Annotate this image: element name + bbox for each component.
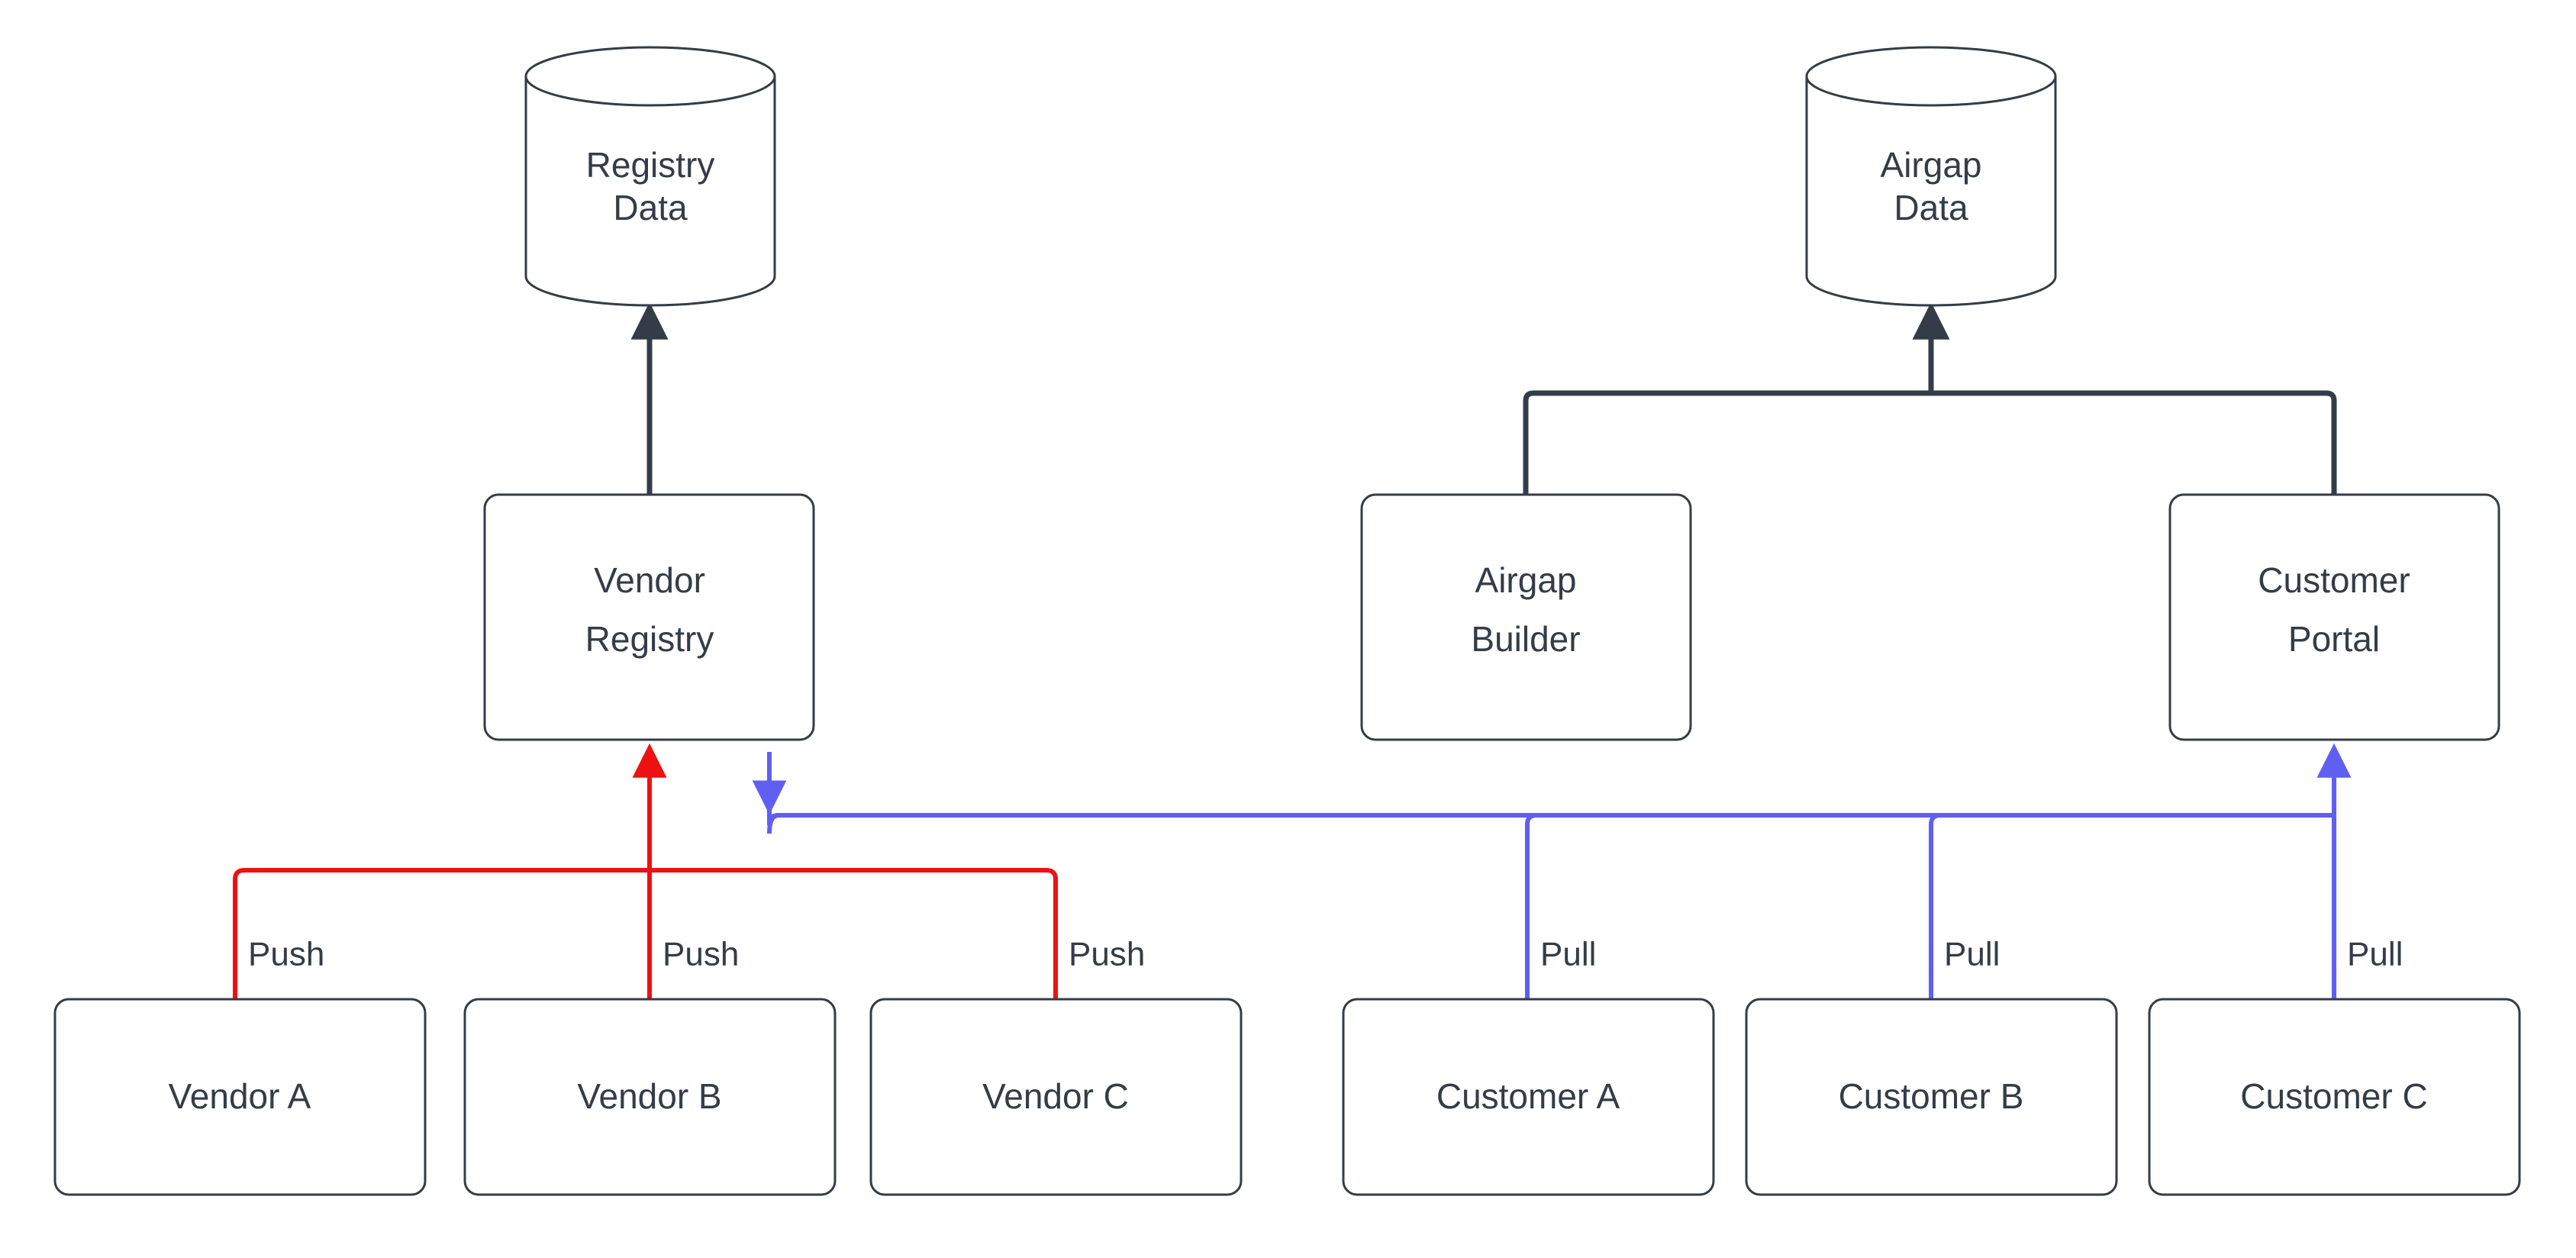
service-customer-portal[interactable]: Customer Portal (2168, 493, 2500, 741)
datastore-airgap-data-line1: Airgap (1881, 145, 1982, 185)
actor-customer-b-label: Customer B (1839, 1076, 2024, 1116)
edge-push-vendor-c (650, 868, 1058, 999)
actor-customer-b[interactable]: Customer B (1745, 998, 2118, 1196)
actor-customer-c[interactable]: Customer C (2148, 998, 2521, 1196)
datastore-registry-data-line2: Data (613, 188, 688, 227)
service-vendor-registry[interactable]: Vendor Registry (483, 493, 815, 741)
service-customer-portal-line2: Portal (2288, 619, 2380, 659)
service-airgap-builder-line2: Builder (1471, 619, 1580, 659)
edge-label-push-vendor-b: Push (663, 936, 739, 973)
edge-customer-portal-to-airgap-data (1931, 390, 2337, 495)
edge-label-push-vendor-a: Push (248, 936, 324, 973)
edge-label-pull-customer-b: Pull (1944, 936, 2000, 973)
edge-pull-customer-a (1525, 813, 1537, 999)
edge-push-vendor-a (233, 868, 650, 999)
edge-label-pull-customer-a: Pull (1540, 936, 1596, 973)
actor-vendor-c[interactable]: Vendor C (869, 998, 1243, 1196)
actor-vendor-a[interactable]: Vendor A (53, 998, 427, 1196)
datastore-airgap-data-line2: Data (1894, 188, 1968, 227)
actor-customer-a[interactable]: Customer A (1342, 998, 1715, 1196)
edge-airgap-builder-to-airgap-data (1523, 390, 1931, 495)
edge-pull-customer-b (1929, 813, 1941, 999)
actor-customer-c-label: Customer C (2240, 1076, 2427, 1116)
service-airgap-builder[interactable]: Airgap Builder (1360, 493, 1692, 741)
service-vendor-registry-line2: Registry (585, 619, 714, 659)
actor-vendor-a-label: Vendor A (169, 1076, 311, 1116)
datastore-registry-data-line1: Registry (586, 145, 715, 185)
edge-label-push-vendor-c: Push (1069, 936, 1145, 973)
actor-vendor-b[interactable]: Vendor B (463, 998, 837, 1196)
actor-vendor-b-label: Vendor B (577, 1076, 721, 1116)
actor-customer-a-label: Customer A (1436, 1076, 1620, 1116)
datastore-registry-data[interactable]: Registry Data (524, 46, 776, 307)
actor-vendor-c-label: Vendor C (982, 1076, 1129, 1116)
service-customer-portal-line1: Customer (2258, 560, 2410, 600)
datastore-airgap-data[interactable]: Airgap Data (1805, 46, 2057, 307)
edge-label-pull-customer-c: Pull (2347, 936, 2403, 973)
service-vendor-registry-line1: Vendor (594, 560, 705, 600)
service-airgap-builder-line1: Airgap (1475, 560, 1577, 600)
edge-pull-trunk-horizontal (767, 813, 2325, 834)
